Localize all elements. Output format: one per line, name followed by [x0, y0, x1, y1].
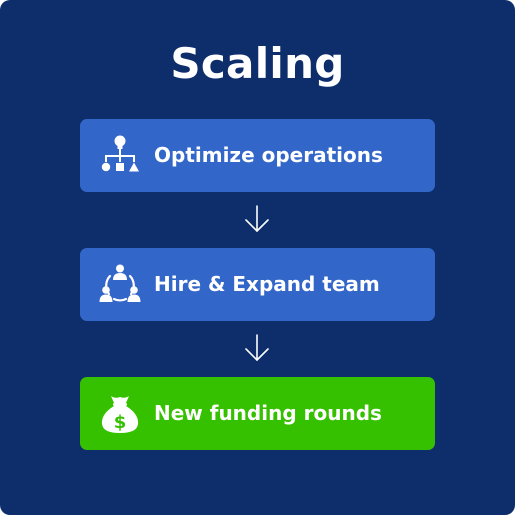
team-icon — [99, 264, 141, 302]
page-title: Scaling — [170, 39, 345, 88]
step-optimize-operations: Optimize operations — [80, 119, 435, 192]
step-label: New funding rounds — [154, 401, 382, 425]
step-label: Hire & Expand team — [154, 272, 380, 296]
step-label: Optimize operations — [154, 143, 383, 167]
step-hire-expand-team: Hire & Expand team — [80, 248, 435, 321]
arrow-down-icon — [245, 205, 269, 232]
dollar-sign: $ — [114, 412, 127, 433]
arrow-down-icon — [245, 334, 269, 361]
org-chart-icon — [101, 135, 139, 172]
money-bag-icon: $ — [101, 396, 139, 433]
step-new-funding-rounds: $ New funding rounds — [80, 377, 435, 450]
